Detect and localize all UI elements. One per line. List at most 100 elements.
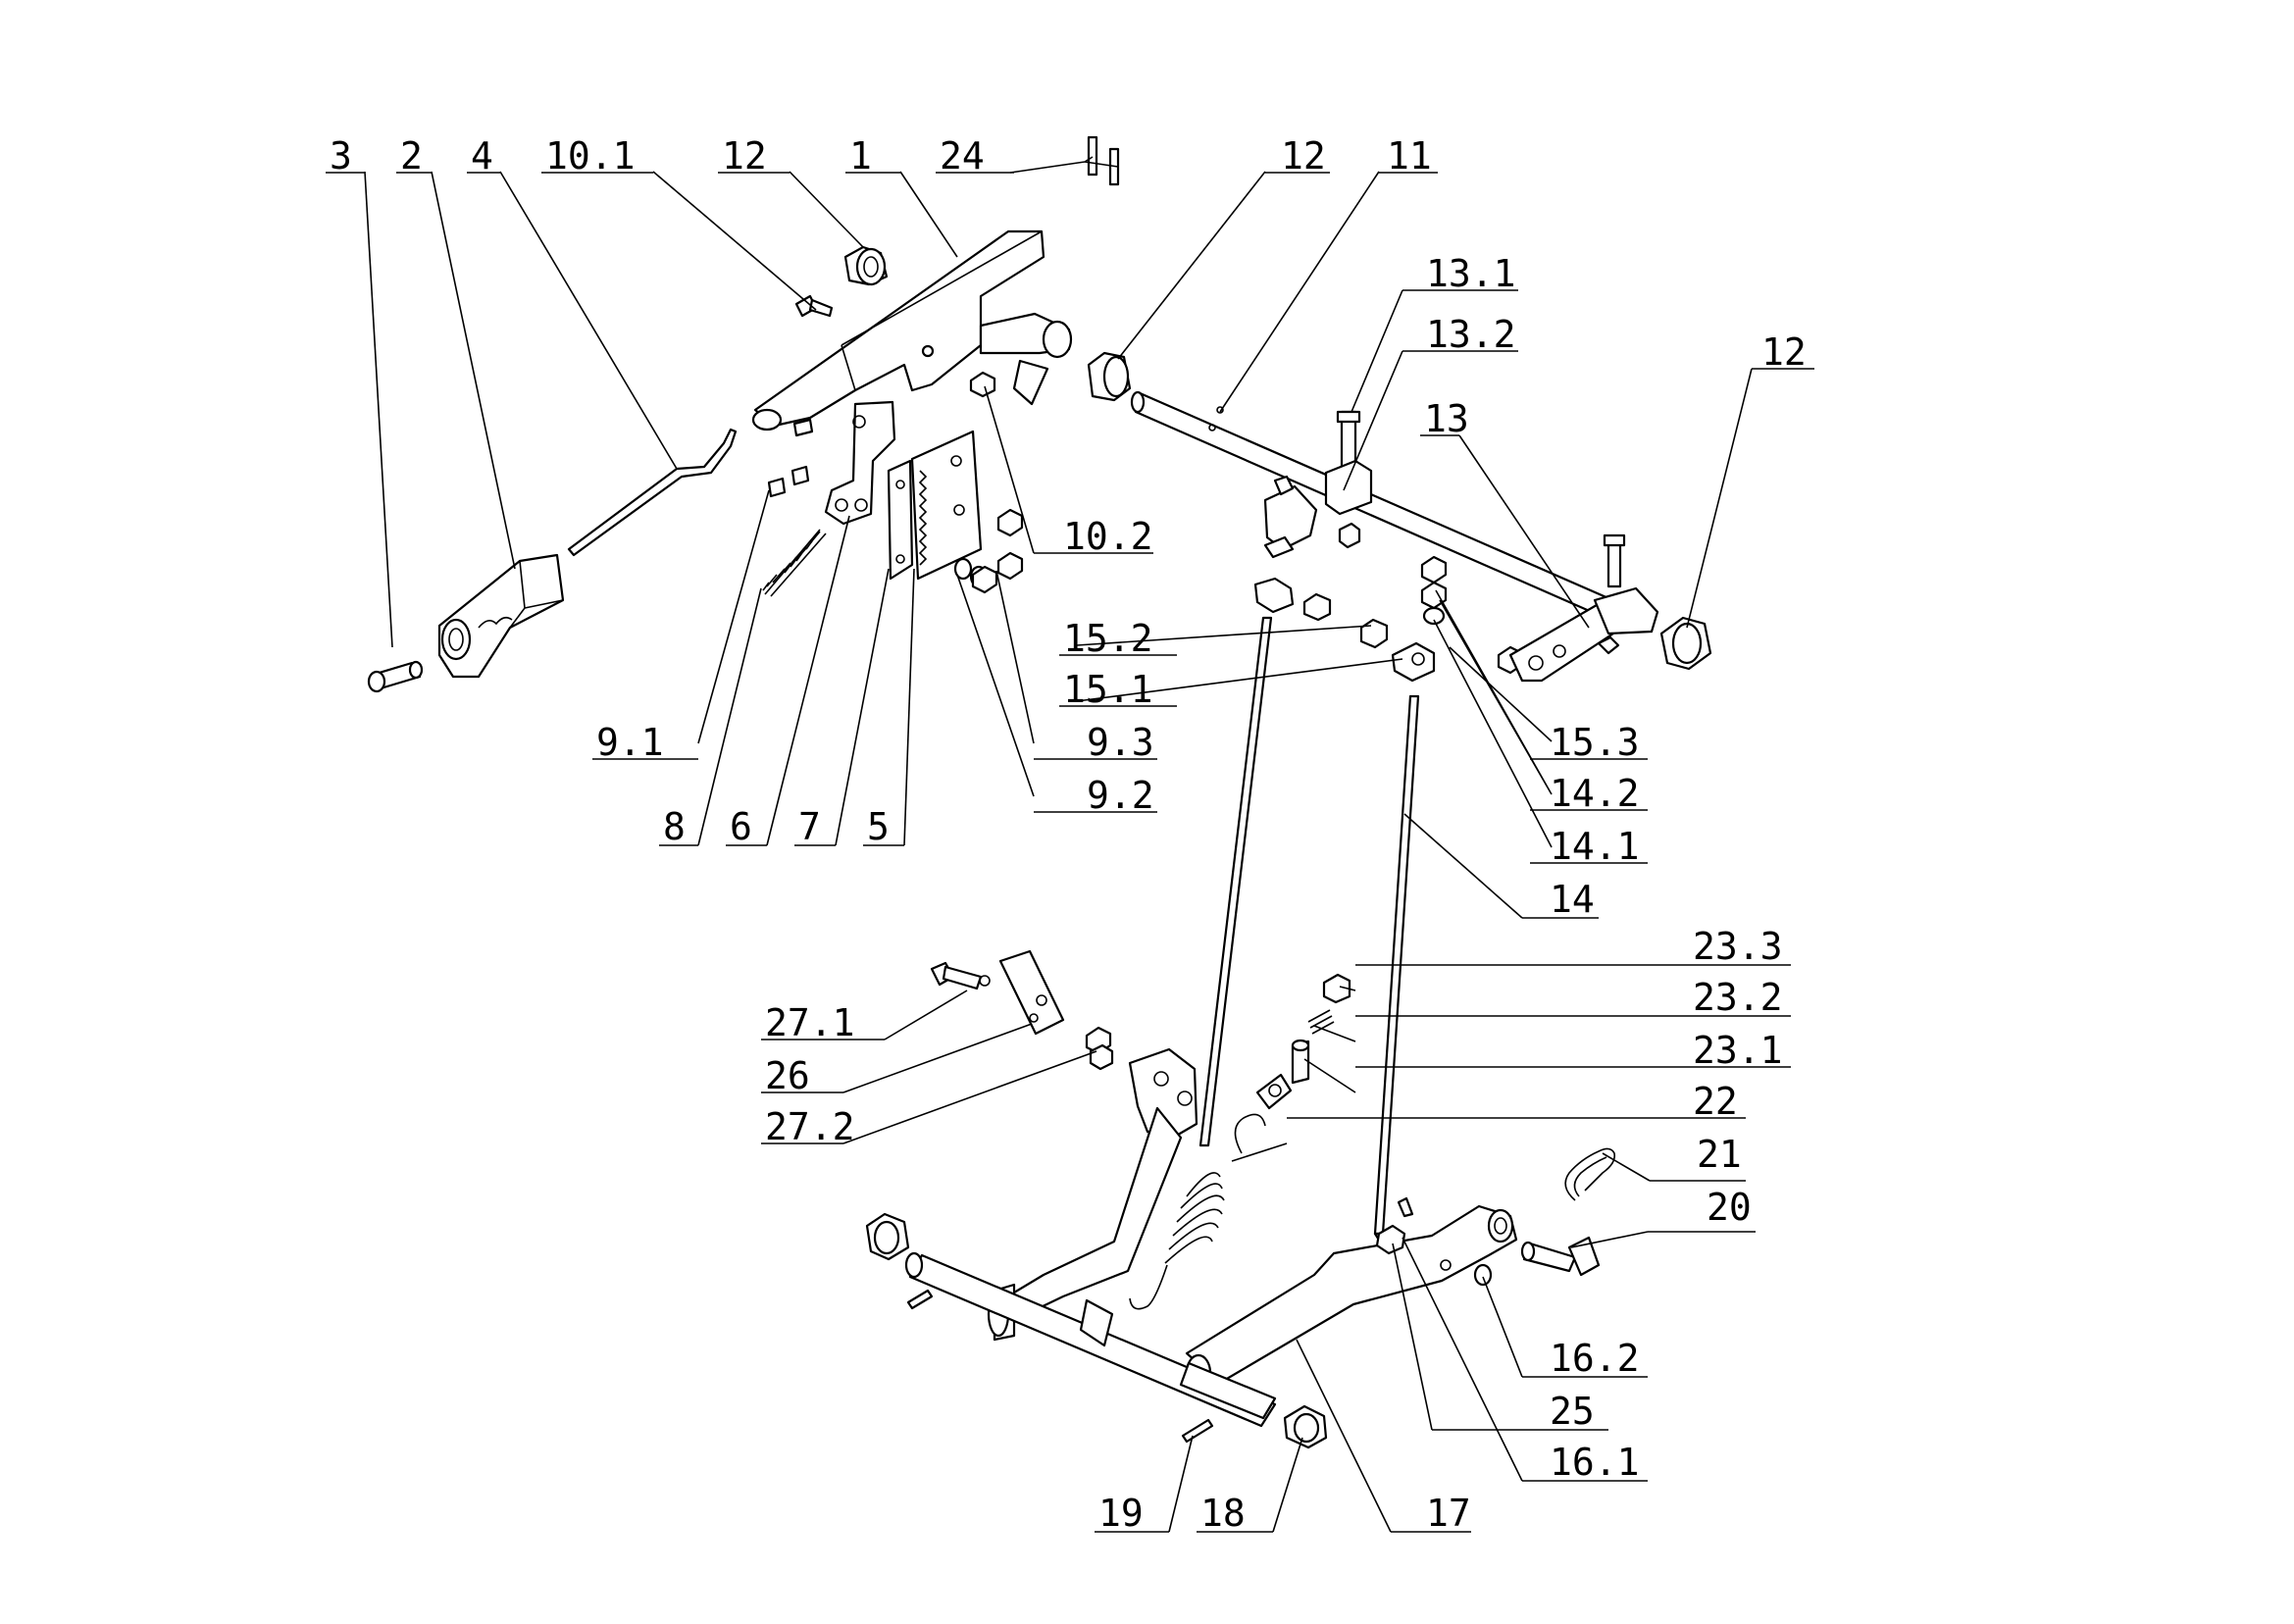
part-18-bushing (1283, 1404, 1328, 1449)
part-12-bushing-left (843, 245, 889, 286)
part-1-bracket (751, 229, 1073, 431)
part-drawings (367, 135, 1712, 1449)
callout-label: 14 (1550, 878, 1595, 921)
callout-23-3: 23.3 (1355, 925, 1791, 968)
callout-label: 26 (765, 1054, 810, 1097)
part-7-ratchet-bar (887, 459, 914, 581)
callout-10-1: 10.1 (541, 134, 653, 178)
part-15-rod-left (1198, 616, 1273, 1147)
callout-3: 3 (326, 134, 365, 178)
callout-7: 7 (794, 805, 836, 848)
callout-label: 12 (1761, 330, 1807, 374)
part-3-pin (367, 660, 424, 693)
callout-23-2: 23.2 (1355, 976, 1791, 1019)
part-20-pin (1520, 1236, 1601, 1277)
callout-label: 10.1 (545, 134, 636, 178)
callout-label: 23.2 (1693, 976, 1783, 1019)
part-16-25-hardware (1375, 1196, 1493, 1287)
callout-21: 21 (1650, 1133, 1746, 1182)
part-14-rod-right (1373, 694, 1420, 1251)
part-24-pins (1087, 135, 1120, 186)
callout-label: 9.3 (1087, 721, 1154, 764)
callout-label: 19 (1098, 1492, 1144, 1535)
callout-label: 6 (730, 805, 752, 848)
part-26-plate (998, 949, 1065, 1036)
callout-9-1: 9.1 (592, 721, 698, 764)
callout-label: 14.2 (1550, 772, 1640, 815)
callout-27-2: 27.2 (761, 1105, 855, 1148)
callout-label: 22 (1693, 1080, 1738, 1123)
callout-label: 11 (1387, 134, 1432, 178)
callout-18: 18 (1197, 1492, 1273, 1535)
part-12-bushing-middle (1087, 351, 1132, 402)
callout-label: 16.2 (1550, 1337, 1640, 1380)
callout-1: 1 (845, 134, 900, 178)
callout-26: 26 (761, 1054, 843, 1097)
part-22-spring (1129, 1073, 1293, 1310)
part-8-spring (762, 529, 827, 597)
callout-label: 14.1 (1550, 825, 1640, 868)
callout-15-2: 15.2 (1059, 617, 1177, 660)
callout-16-2: 16.2 (1522, 1337, 1648, 1380)
callout-8: 8 (659, 805, 698, 848)
callout-label: 12 (722, 134, 767, 178)
callout-22: 22 (1287, 1080, 1746, 1123)
callout-14: 14 (1522, 878, 1599, 921)
part-15-arm-assembly (1253, 475, 1436, 683)
callout-16-1: 16.1 (1522, 1441, 1648, 1484)
part-21-clip (1564, 1147, 1616, 1201)
callout-label: 15.1 (1063, 668, 1153, 711)
callout-label: 2 (400, 134, 423, 178)
callout-10-2: 10.2 (1034, 515, 1153, 558)
part-10-2-nut (969, 371, 996, 398)
callout-label: 25 (1550, 1390, 1595, 1433)
callout-23-1: 23.1 (1355, 1029, 1791, 1072)
callout-13-2: 13.2 (1402, 313, 1518, 356)
callout-labels: 3 2 4 10.1 12 1 24 12 11 13.1 13.2 13 12… (326, 134, 1814, 1535)
part-13-2-collar (1324, 459, 1373, 549)
callout-11: 11 (1379, 134, 1438, 178)
callout-label: 8 (663, 805, 686, 848)
callout-15-1: 15.1 (1059, 668, 1177, 711)
callout-label: 9.2 (1087, 774, 1154, 817)
callout-label: 13.2 (1426, 313, 1516, 356)
callout-label: 5 (867, 805, 890, 848)
callout-label: 23.3 (1693, 925, 1783, 968)
callout-6: 6 (726, 805, 767, 848)
callout-label: 15.2 (1063, 617, 1153, 660)
callout-12-a: 12 (718, 134, 790, 178)
callout-13: 13 (1420, 397, 1469, 440)
callout-14-2: 14.2 (1530, 772, 1648, 815)
callout-label: 4 (471, 134, 493, 178)
callout-label: 18 (1200, 1492, 1246, 1535)
callout-24: 24 (936, 134, 1014, 178)
callout-5: 5 (863, 805, 904, 848)
callout-12-c: 12 (1752, 330, 1814, 374)
callout-label: 17 (1426, 1492, 1471, 1535)
callout-13-1: 13.1 (1402, 252, 1518, 295)
callout-12-b: 12 (1265, 134, 1330, 178)
callout-17: 17 (1391, 1492, 1471, 1535)
callout-label: 23.1 (1693, 1029, 1783, 1072)
callout-label: 7 (798, 805, 821, 848)
part-9-nuts (953, 508, 1024, 594)
part-5-toothed-plate (910, 430, 983, 581)
callout-label: 15.3 (1550, 721, 1640, 764)
callout-15-3: 15.3 (1530, 721, 1648, 764)
callout-label: 3 (330, 134, 352, 178)
callout-9-2: 9.2 (1034, 774, 1157, 817)
callout-25: 25 (1432, 1390, 1608, 1433)
callout-label: 12 (1281, 134, 1326, 178)
callout-14-1: 14.1 (1530, 825, 1648, 868)
part-27-2-nut (1085, 1026, 1114, 1071)
callout-label: 9.1 (596, 721, 664, 764)
callout-label: 13 (1424, 397, 1469, 440)
callout-label: 24 (940, 134, 985, 178)
callout-label: 1 (849, 134, 872, 178)
callout-label: 10.2 (1063, 515, 1153, 558)
part-14-washers (1420, 555, 1524, 675)
callout-27-1: 27.1 (761, 1001, 885, 1044)
callout-9-3: 9.3 (1034, 721, 1157, 764)
callout-label: 27.1 (765, 1001, 855, 1044)
